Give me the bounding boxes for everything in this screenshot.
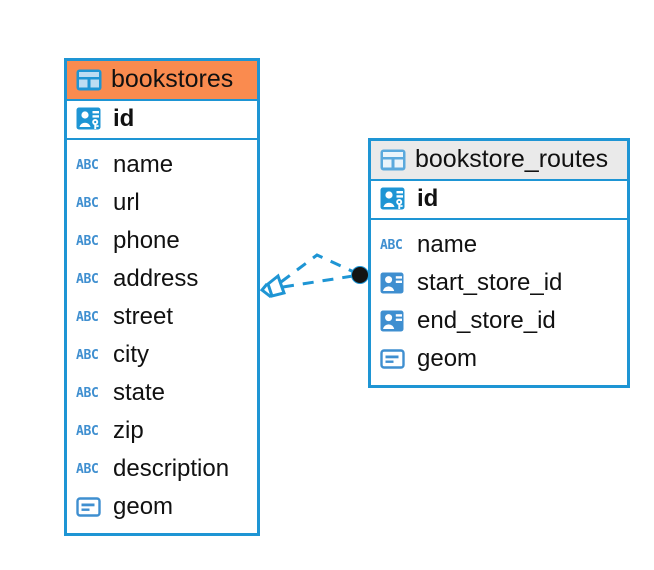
abc-text-icon: ABC bbox=[76, 305, 104, 329]
field-label: city bbox=[113, 341, 149, 368]
field-row[interactable]: ABC zip bbox=[76, 412, 247, 450]
field-row[interactable]: ABC city bbox=[76, 336, 247, 374]
abc-text-icon: ABC bbox=[380, 233, 408, 257]
entity-title: bookstore_routes bbox=[415, 145, 609, 173]
field-row[interactable]: ABC address bbox=[76, 260, 247, 298]
abc-text-icon: ABC bbox=[76, 419, 104, 443]
svg-text:ABC: ABC bbox=[76, 348, 99, 363]
svg-text:ABC: ABC bbox=[76, 272, 99, 287]
field-label: name bbox=[417, 231, 478, 258]
geometry-icon bbox=[76, 495, 104, 519]
svg-text:ABC: ABC bbox=[76, 462, 99, 477]
field-label: geom bbox=[113, 493, 174, 520]
field-row[interactable]: ABC url bbox=[76, 184, 247, 222]
abc-text-icon: ABC bbox=[76, 229, 104, 253]
abc-text-icon: ABC bbox=[76, 343, 104, 367]
field-label: description bbox=[113, 455, 230, 482]
field-label: geom bbox=[417, 345, 478, 372]
primary-key-icon bbox=[380, 186, 408, 212]
primary-key-row[interactable]: id bbox=[371, 179, 627, 220]
relationship-line-2[interactable] bbox=[280, 253, 355, 284]
relationship-line-1[interactable] bbox=[282, 274, 354, 289]
abc-text-icon: ABC bbox=[76, 153, 104, 177]
field-label: address bbox=[113, 265, 199, 292]
entity-header[interactable]: bookstore_routes bbox=[371, 141, 627, 179]
field-row[interactable]: start_store_id bbox=[380, 264, 617, 302]
diamond-crowsfoot-marker[interactable] bbox=[259, 273, 286, 299]
abc-text-icon: ABC bbox=[76, 191, 104, 215]
svg-text:ABC: ABC bbox=[76, 310, 99, 325]
geometry-icon bbox=[380, 347, 408, 371]
primary-key-row[interactable]: id bbox=[67, 99, 257, 140]
field-row[interactable]: ABC name bbox=[76, 146, 247, 184]
entity-table-bookstore_routes[interactable]: bookstore_routes id bbox=[368, 138, 630, 388]
field-row[interactable]: ABC description bbox=[76, 450, 247, 488]
field-row[interactable]: geom bbox=[76, 488, 247, 526]
field-label: state bbox=[113, 379, 166, 406]
entity-table-bookstores[interactable]: bookstores id bbox=[64, 58, 260, 536]
field-label: phone bbox=[113, 227, 180, 254]
abc-text-icon: ABC bbox=[76, 381, 104, 405]
primary-key-icon bbox=[76, 106, 104, 132]
field-row[interactable]: ABC phone bbox=[76, 222, 247, 260]
field-list: ABC name start_store_id bbox=[371, 220, 627, 385]
field-label: zip bbox=[113, 417, 144, 444]
table-icon bbox=[380, 149, 406, 171]
foreign-key-icon bbox=[380, 271, 408, 295]
abc-text-icon: ABC bbox=[76, 267, 104, 291]
field-label: url bbox=[113, 189, 140, 216]
foreign-key-icon bbox=[380, 309, 408, 333]
svg-text:ABC: ABC bbox=[380, 238, 403, 253]
abc-text-icon: ABC bbox=[76, 457, 104, 481]
entity-header[interactable]: bookstores bbox=[67, 61, 257, 99]
svg-text:ABC: ABC bbox=[76, 386, 99, 401]
entity-title: bookstores bbox=[111, 65, 234, 93]
field-label: street bbox=[113, 303, 174, 330]
field-label: name bbox=[113, 151, 174, 178]
svg-text:ABC: ABC bbox=[76, 158, 99, 173]
svg-text:ABC: ABC bbox=[76, 196, 99, 211]
svg-text:ABC: ABC bbox=[76, 424, 99, 439]
svg-text:ABC: ABC bbox=[76, 234, 99, 249]
primary-key-label: id bbox=[417, 185, 439, 212]
field-row[interactable]: geom bbox=[380, 340, 617, 378]
field-row[interactable]: ABC street bbox=[76, 298, 247, 336]
field-row[interactable]: ABC state bbox=[76, 374, 247, 412]
field-row[interactable]: end_store_id bbox=[380, 302, 617, 340]
field-label: start_store_id bbox=[417, 269, 563, 296]
table-icon bbox=[76, 69, 102, 91]
field-list: ABC name ABC url ABC p bbox=[67, 140, 257, 533]
field-label: end_store_id bbox=[417, 307, 556, 334]
primary-key-label: id bbox=[113, 105, 135, 132]
filled-circle-marker[interactable] bbox=[351, 266, 369, 284]
field-row[interactable]: ABC name bbox=[380, 226, 617, 264]
